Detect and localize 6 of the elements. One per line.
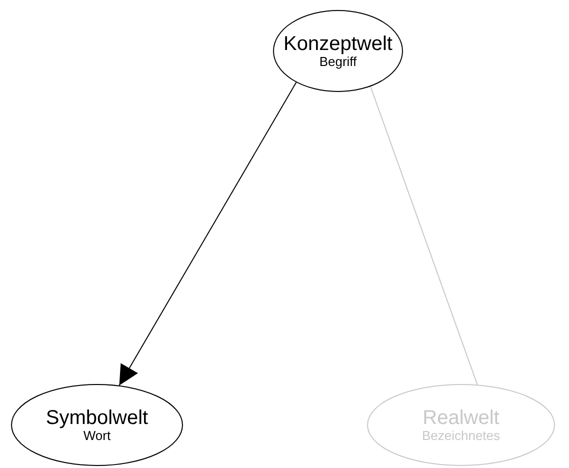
connector-line bbox=[370, 86, 478, 386]
node-title: Konzeptwelt bbox=[284, 32, 392, 55]
node-subtitle: Begriff bbox=[319, 54, 357, 70]
node-title: Symbolwelt bbox=[46, 406, 148, 429]
node-subtitle: Wort bbox=[83, 428, 111, 444]
arrow bbox=[118, 82, 297, 386]
